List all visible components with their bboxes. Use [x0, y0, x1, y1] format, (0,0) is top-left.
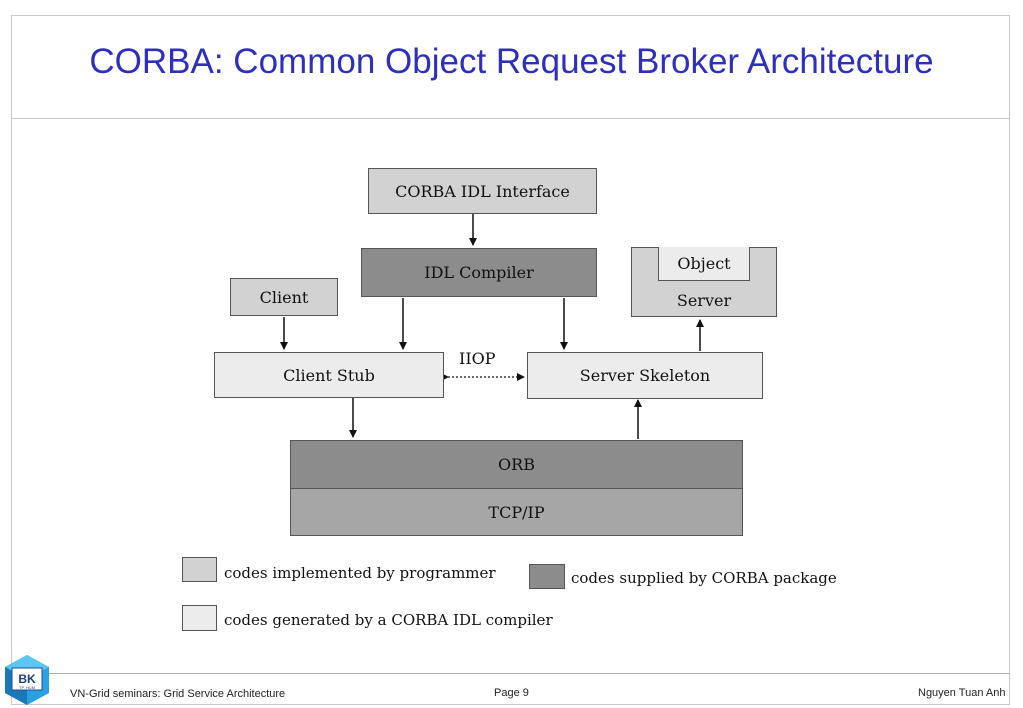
corba-idl-interface-label: CORBA IDL Interface	[395, 181, 570, 201]
footer-divider	[11, 673, 1010, 674]
client-stub-box: Client Stub	[214, 352, 444, 398]
legend-package-swatch	[529, 564, 565, 589]
legend-programmer-text: codes implemented by programmer	[224, 564, 496, 582]
legend-package-text: codes supplied by CORBA package	[571, 569, 837, 587]
legend-generated-text: codes generated by a CORBA IDL compiler	[224, 611, 553, 629]
legend-programmer-swatch	[182, 557, 217, 582]
logo-subtext: TP. HCM	[19, 685, 35, 690]
iiop-label: IIOP	[459, 349, 496, 368]
slide-title: CORBA: Common Object Request Broker Arch…	[89, 42, 934, 81]
slide-frame	[11, 15, 1010, 705]
orb-label: ORB	[498, 455, 535, 474]
client-label: Client	[259, 287, 309, 307]
title-divider	[11, 118, 1010, 119]
corba-idl-interface-box: CORBA IDL Interface	[368, 168, 597, 214]
server-skeleton-label: Server Skeleton	[579, 366, 711, 385]
object-label: Object	[677, 254, 731, 273]
server-skeleton-box: Server Skeleton	[527, 352, 763, 399]
footer-author: Nguyen Tuan Anh	[918, 687, 1006, 699]
idl-compiler-label: IDL Compiler	[424, 263, 534, 282]
idl-compiler-box: IDL Compiler	[361, 248, 597, 297]
bk-logo-icon: BK TP. HCM	[5, 655, 49, 705]
logo-text: BK	[18, 672, 36, 686]
footer-left-text: VN-Grid seminars: Grid Service Architect…	[70, 688, 286, 700]
tcpip-label: TCP/IP	[488, 502, 545, 522]
legend-generated-swatch	[182, 605, 217, 631]
object-box: Object	[658, 247, 750, 281]
server-label: Server	[676, 291, 732, 310]
footer-page-number: Page 9	[494, 687, 529, 699]
tcpip-box: TCP/IP	[290, 488, 743, 536]
orb-box: ORB	[290, 440, 743, 489]
client-box: Client	[230, 278, 338, 316]
client-stub-label: Client Stub	[283, 365, 375, 385]
